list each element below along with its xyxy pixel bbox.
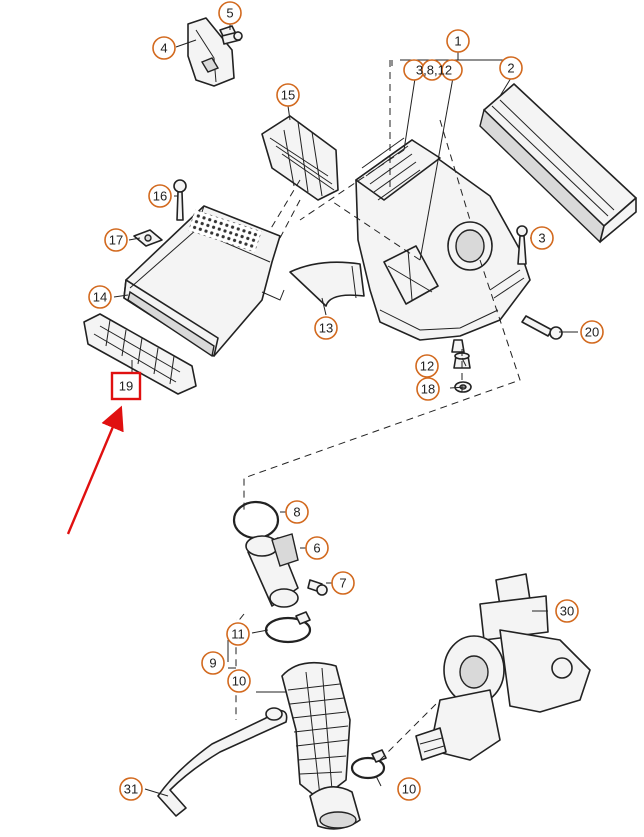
callout-6[interactable]: 6 [305,536,329,560]
svg-text:3,8,12: 3,8,12 [416,63,452,78]
callout-17[interactable]: 17 [104,228,128,252]
callout-14[interactable]: 14 [88,285,112,309]
callout-4[interactable]: 4 [152,36,176,60]
svg-text:19: 19 [119,379,133,394]
svg-text:14: 14 [93,290,107,305]
callout-3[interactable]: 3 [530,226,554,250]
callout-19-highlight[interactable]: 19 [110,371,142,401]
callout-1-sub: 3,8,12 [403,59,463,81]
callout-11[interactable]: 11 [226,622,250,646]
callout-2[interactable]: 2 [499,56,523,80]
svg-text:2: 2 [507,61,514,76]
svg-text:30: 30 [560,604,574,619]
svg-text:11: 11 [231,627,245,642]
svg-text:1: 1 [454,34,461,49]
hose-clamp-part-11 [264,611,312,644]
air-intake-duct-part-14 [123,205,285,358]
intake-grille-part-15 [261,115,339,201]
svg-text:4: 4 [160,41,167,56]
assembly-lines [235,60,521,761]
svg-text:9: 9 [209,656,216,671]
svg-text:17: 17 [109,233,123,248]
callout-13[interactable]: 13 [314,316,338,340]
callout-12[interactable]: 12 [415,354,439,378]
breather-pipe-part-31 [157,707,288,817]
svg-text:16: 16 [153,189,167,204]
svg-text:5: 5 [226,6,233,21]
svg-text:13: 13 [319,321,333,336]
air-mass-meter-part-6 [245,533,299,608]
o-ring-part-8 [232,500,280,540]
callout-7[interactable]: 7 [331,571,355,595]
svg-text:12: 12 [420,359,434,374]
svg-text:15: 15 [281,88,295,103]
callout-15[interactable]: 15 [276,83,300,107]
duct-part-13 [289,261,365,307]
callout-30[interactable]: 30 [555,599,579,623]
turbocharger-part-30 [415,573,591,761]
callout-9[interactable]: 9 [201,651,225,675]
svg-text:20: 20 [585,325,599,340]
callout-8[interactable]: 8 [285,500,309,524]
charge-air-hose-part-9 [281,661,361,830]
callout-5[interactable]: 5 [218,1,242,25]
svg-text:3: 3 [538,231,545,246]
callout-31[interactable]: 31 [119,777,143,801]
callout-18[interactable]: 18 [416,377,440,401]
screw-part-16 [173,179,187,221]
svg-text:6: 6 [313,541,320,556]
screw-part-7 [307,579,328,596]
callout-16[interactable]: 16 [148,184,172,208]
air-filter-element-part-2 [479,83,637,244]
highlight-arrow [66,405,124,535]
screw-part-3 [516,225,528,265]
grille-insert-part-19 [83,313,197,395]
air-filter-housing-part-1 [355,137,531,353]
svg-text:8: 8 [293,505,300,520]
svg-text:31: 31 [124,782,138,797]
svg-text:18: 18 [421,382,435,397]
screw-part-5 [221,31,243,45]
callout-10-lower[interactable]: 10 [397,777,421,801]
callout-20[interactable]: 20 [580,320,604,344]
hose-clamp-part-10 [350,749,387,780]
bracket-part-4 [187,17,237,87]
callout-10-upper[interactable]: 10 [227,669,251,693]
screw-part-20 [521,315,563,340]
clip-part-17 [133,229,163,247]
svg-text:10: 10 [402,782,416,797]
svg-text:10: 10 [232,674,246,689]
svg-text:7: 7 [339,576,346,591]
callout-1[interactable]: 1 [446,29,470,53]
